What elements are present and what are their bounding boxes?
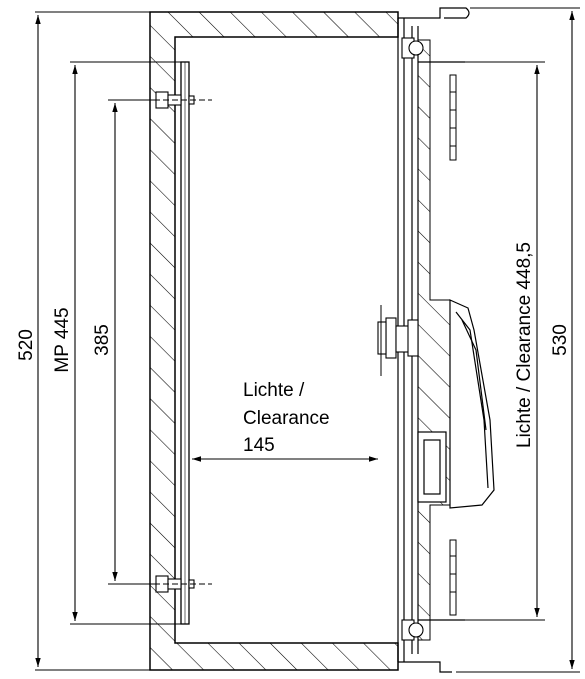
hinge-top	[401, 37, 424, 59]
door-handle	[417, 299, 495, 509]
dim-label-520: 520	[16, 329, 37, 361]
dim-label-mp445: MP 445	[52, 307, 73, 372]
door-vent-bottom	[449, 539, 457, 616]
mounting-plate	[180, 61, 190, 625]
lock-mechanism	[377, 305, 419, 376]
door-hatch	[417, 39, 451, 641]
dim-label-clearance-depth-value: 145	[243, 435, 275, 456]
door-vent-top	[449, 74, 457, 161]
dim-label-clearance-vertical: Lichte / Clearance 448,5	[514, 242, 535, 448]
extension-lines	[35, 7, 580, 673]
hinge-bottom	[401, 619, 424, 641]
dim-label-clearance-depth-line1: Lichte /	[243, 380, 305, 401]
dim-label-385: 385	[92, 324, 113, 356]
dim-label-530: 530	[550, 324, 571, 356]
dimension-lines	[35, 11, 575, 669]
mounting-bolt-top	[154, 91, 212, 109]
dim-label-clearance-depth-line2: Clearance	[243, 408, 330, 429]
